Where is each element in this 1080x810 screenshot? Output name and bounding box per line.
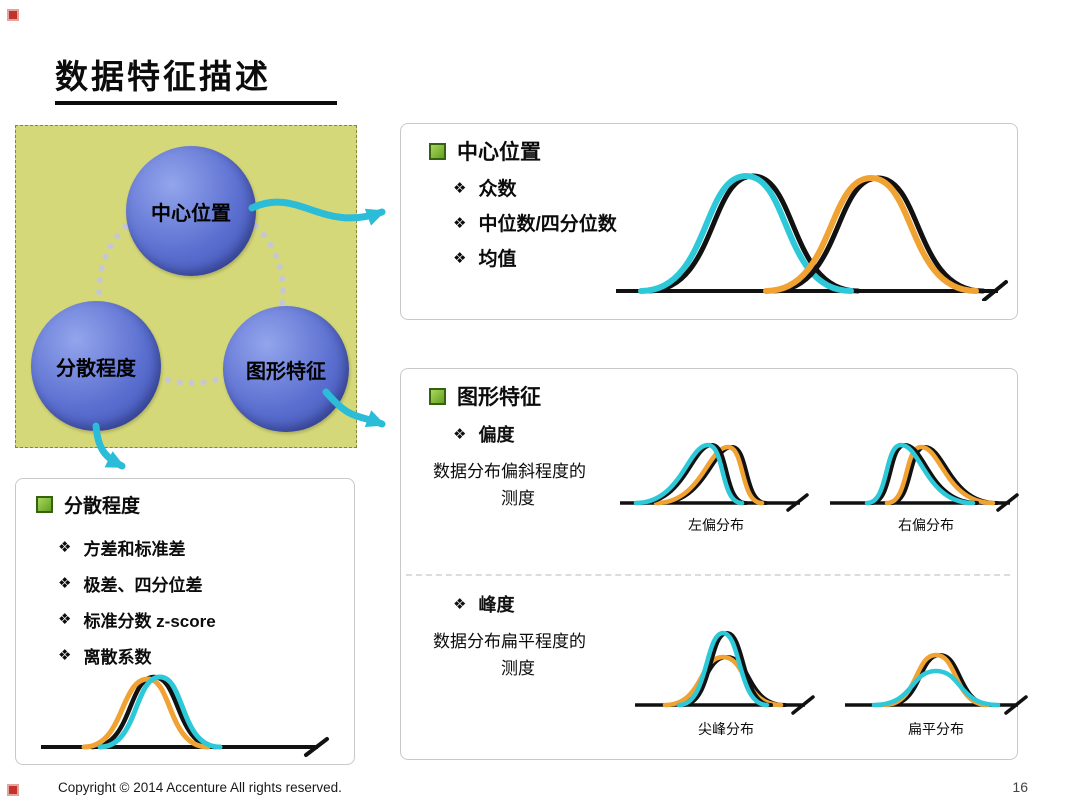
list-item-label: 中位数/四分位数 xyxy=(478,214,617,235)
kurtosis-label: ❖ 峰度 xyxy=(453,591,514,617)
right-skew-figure-label: 右偏分布 xyxy=(898,517,954,533)
red-corner-mark-bottom xyxy=(7,784,19,796)
dispersion-box-header: 分散程度 xyxy=(36,491,140,518)
dispersion-box-title: 分散程度 xyxy=(64,496,141,517)
green-square-icon xyxy=(36,496,53,513)
cyan-curve xyxy=(864,442,976,506)
flat-figure-label: 扁平分布 xyxy=(908,721,964,737)
axis-arrow xyxy=(1004,695,1028,715)
circle-center-position: 中心位置 xyxy=(126,146,256,276)
dispersion-box-list: ❖ 方差和标准差 ❖ 极差、四分位差 ❖ 标准分数 z-score ❖ 离散系数 xyxy=(58,529,216,673)
dashed-divider xyxy=(406,574,1010,576)
center-position-box: 中心位置 ❖ 众数 ❖ 中位数/四分位数 ❖ 均值 xyxy=(400,123,1018,320)
cyan-curve xyxy=(638,172,854,294)
diamond-bullet-icon: ❖ xyxy=(58,647,72,664)
orange-curve xyxy=(763,174,979,294)
kurtosis-desc-line2: 测度 xyxy=(501,659,535,678)
orange-curve xyxy=(81,676,211,750)
center-box-header: 中心位置 xyxy=(429,136,541,166)
circle-dispersion: 分散程度 xyxy=(31,301,161,431)
cyan-curve xyxy=(871,668,1001,708)
diamond-bullet-icon: ❖ xyxy=(58,575,72,592)
axis-arrow xyxy=(786,493,809,512)
green-square-icon xyxy=(429,142,446,160)
shape-box: 图形特征 ❖ 偏度 数据分布偏斜程度的 测度 左偏分布 右偏分布 xyxy=(400,368,1028,760)
circle-label-dispersion: 分散程度 xyxy=(56,357,136,380)
green-square-icon xyxy=(429,387,446,405)
center-box-list: ❖ 众数 ❖ 中位数/四分位数 ❖ 均值 xyxy=(453,170,617,275)
page-title: 数据特征描述 xyxy=(55,58,271,95)
list-item-label: 离散系数 xyxy=(83,647,152,667)
center-box-title: 中心位置 xyxy=(457,141,541,164)
list-item-label: 标准分数 z-score xyxy=(83,611,216,631)
left-skew-figure xyxy=(620,442,809,512)
shape-box-title: 图形特征 xyxy=(457,386,541,409)
orange-curve xyxy=(653,444,765,506)
peaked-distribution-figure xyxy=(635,630,815,715)
list-item: ❖ 众数 xyxy=(453,170,617,205)
list-item: ❖ 均值 xyxy=(453,240,617,275)
list-item: ❖ 极差、四分位差 xyxy=(58,565,216,601)
axis-arrow xyxy=(982,280,1008,301)
list-item-label: 众数 xyxy=(478,179,517,200)
orange-curve xyxy=(884,444,996,506)
axis-arrow xyxy=(304,737,329,757)
peaked-figure-label: 尖峰分布 xyxy=(698,721,754,737)
cyan-curve xyxy=(97,674,223,750)
page-number: 16 xyxy=(1012,779,1028,795)
axis-arrow xyxy=(791,695,815,715)
list-item-label: 极差、四分位差 xyxy=(83,575,203,595)
cyan-curve xyxy=(676,630,770,708)
diamond-bullet-icon: ❖ xyxy=(58,611,72,628)
kurtosis-label-text: 峰度 xyxy=(478,595,515,615)
kurtosis-desc-line1: 数据分布扁平程度的 xyxy=(433,632,586,651)
axis-arrow xyxy=(996,493,1019,512)
circle-label-shape: 图形特征 xyxy=(246,360,326,383)
red-corner-mark-top xyxy=(7,9,19,21)
dispersion-curves-figure xyxy=(41,674,329,757)
list-item: ❖ 中位数/四分位数 xyxy=(453,205,617,240)
diamond-bullet-icon: ❖ xyxy=(453,179,467,197)
skewness-desc-line2: 测度 xyxy=(501,489,535,508)
skewness-desc-line1: 数据分布偏斜程度的 xyxy=(433,462,586,481)
diamond-bullet-icon: ❖ xyxy=(453,214,467,232)
list-item: ❖ 方差和标准差 xyxy=(58,529,216,565)
left-skew-figure-label: 左偏分布 xyxy=(688,517,744,533)
list-item: ❖ 离散系数 xyxy=(58,637,216,673)
list-item: ❖ 标准分数 z-score xyxy=(58,601,216,637)
diamond-bullet-icon: ❖ xyxy=(58,539,72,556)
list-item-label: 方差和标准差 xyxy=(83,539,186,559)
diamond-bullet-icon: ❖ xyxy=(453,596,467,613)
copyright-text: Copyright © 2014 Accenture All rights re… xyxy=(58,780,342,795)
diamond-bullet-icon: ❖ xyxy=(453,426,467,443)
flat-distribution-figure xyxy=(845,652,1028,715)
circle-shape: 图形特征 xyxy=(223,306,349,432)
right-skew-figure xyxy=(830,442,1019,512)
title-underline xyxy=(55,101,337,105)
cyan-curve xyxy=(633,442,745,506)
skewness-label-text: 偏度 xyxy=(478,425,515,445)
diamond-bullet-icon: ❖ xyxy=(453,249,467,267)
list-item-label: 均值 xyxy=(478,249,517,270)
skewness-label: ❖ 偏度 xyxy=(453,421,514,447)
circle-label-center: 中心位置 xyxy=(151,202,231,225)
shape-box-header: 图形特征 xyxy=(429,381,541,411)
central-tendency-curves-figure xyxy=(616,172,1008,301)
concept-map-panel: 中心位置 分散程度 图形特征 xyxy=(15,125,357,448)
dispersion-box: 分散程度 ❖ 方差和标准差 ❖ 极差、四分位差 ❖ 标准分数 z-score ❖… xyxy=(15,478,355,765)
